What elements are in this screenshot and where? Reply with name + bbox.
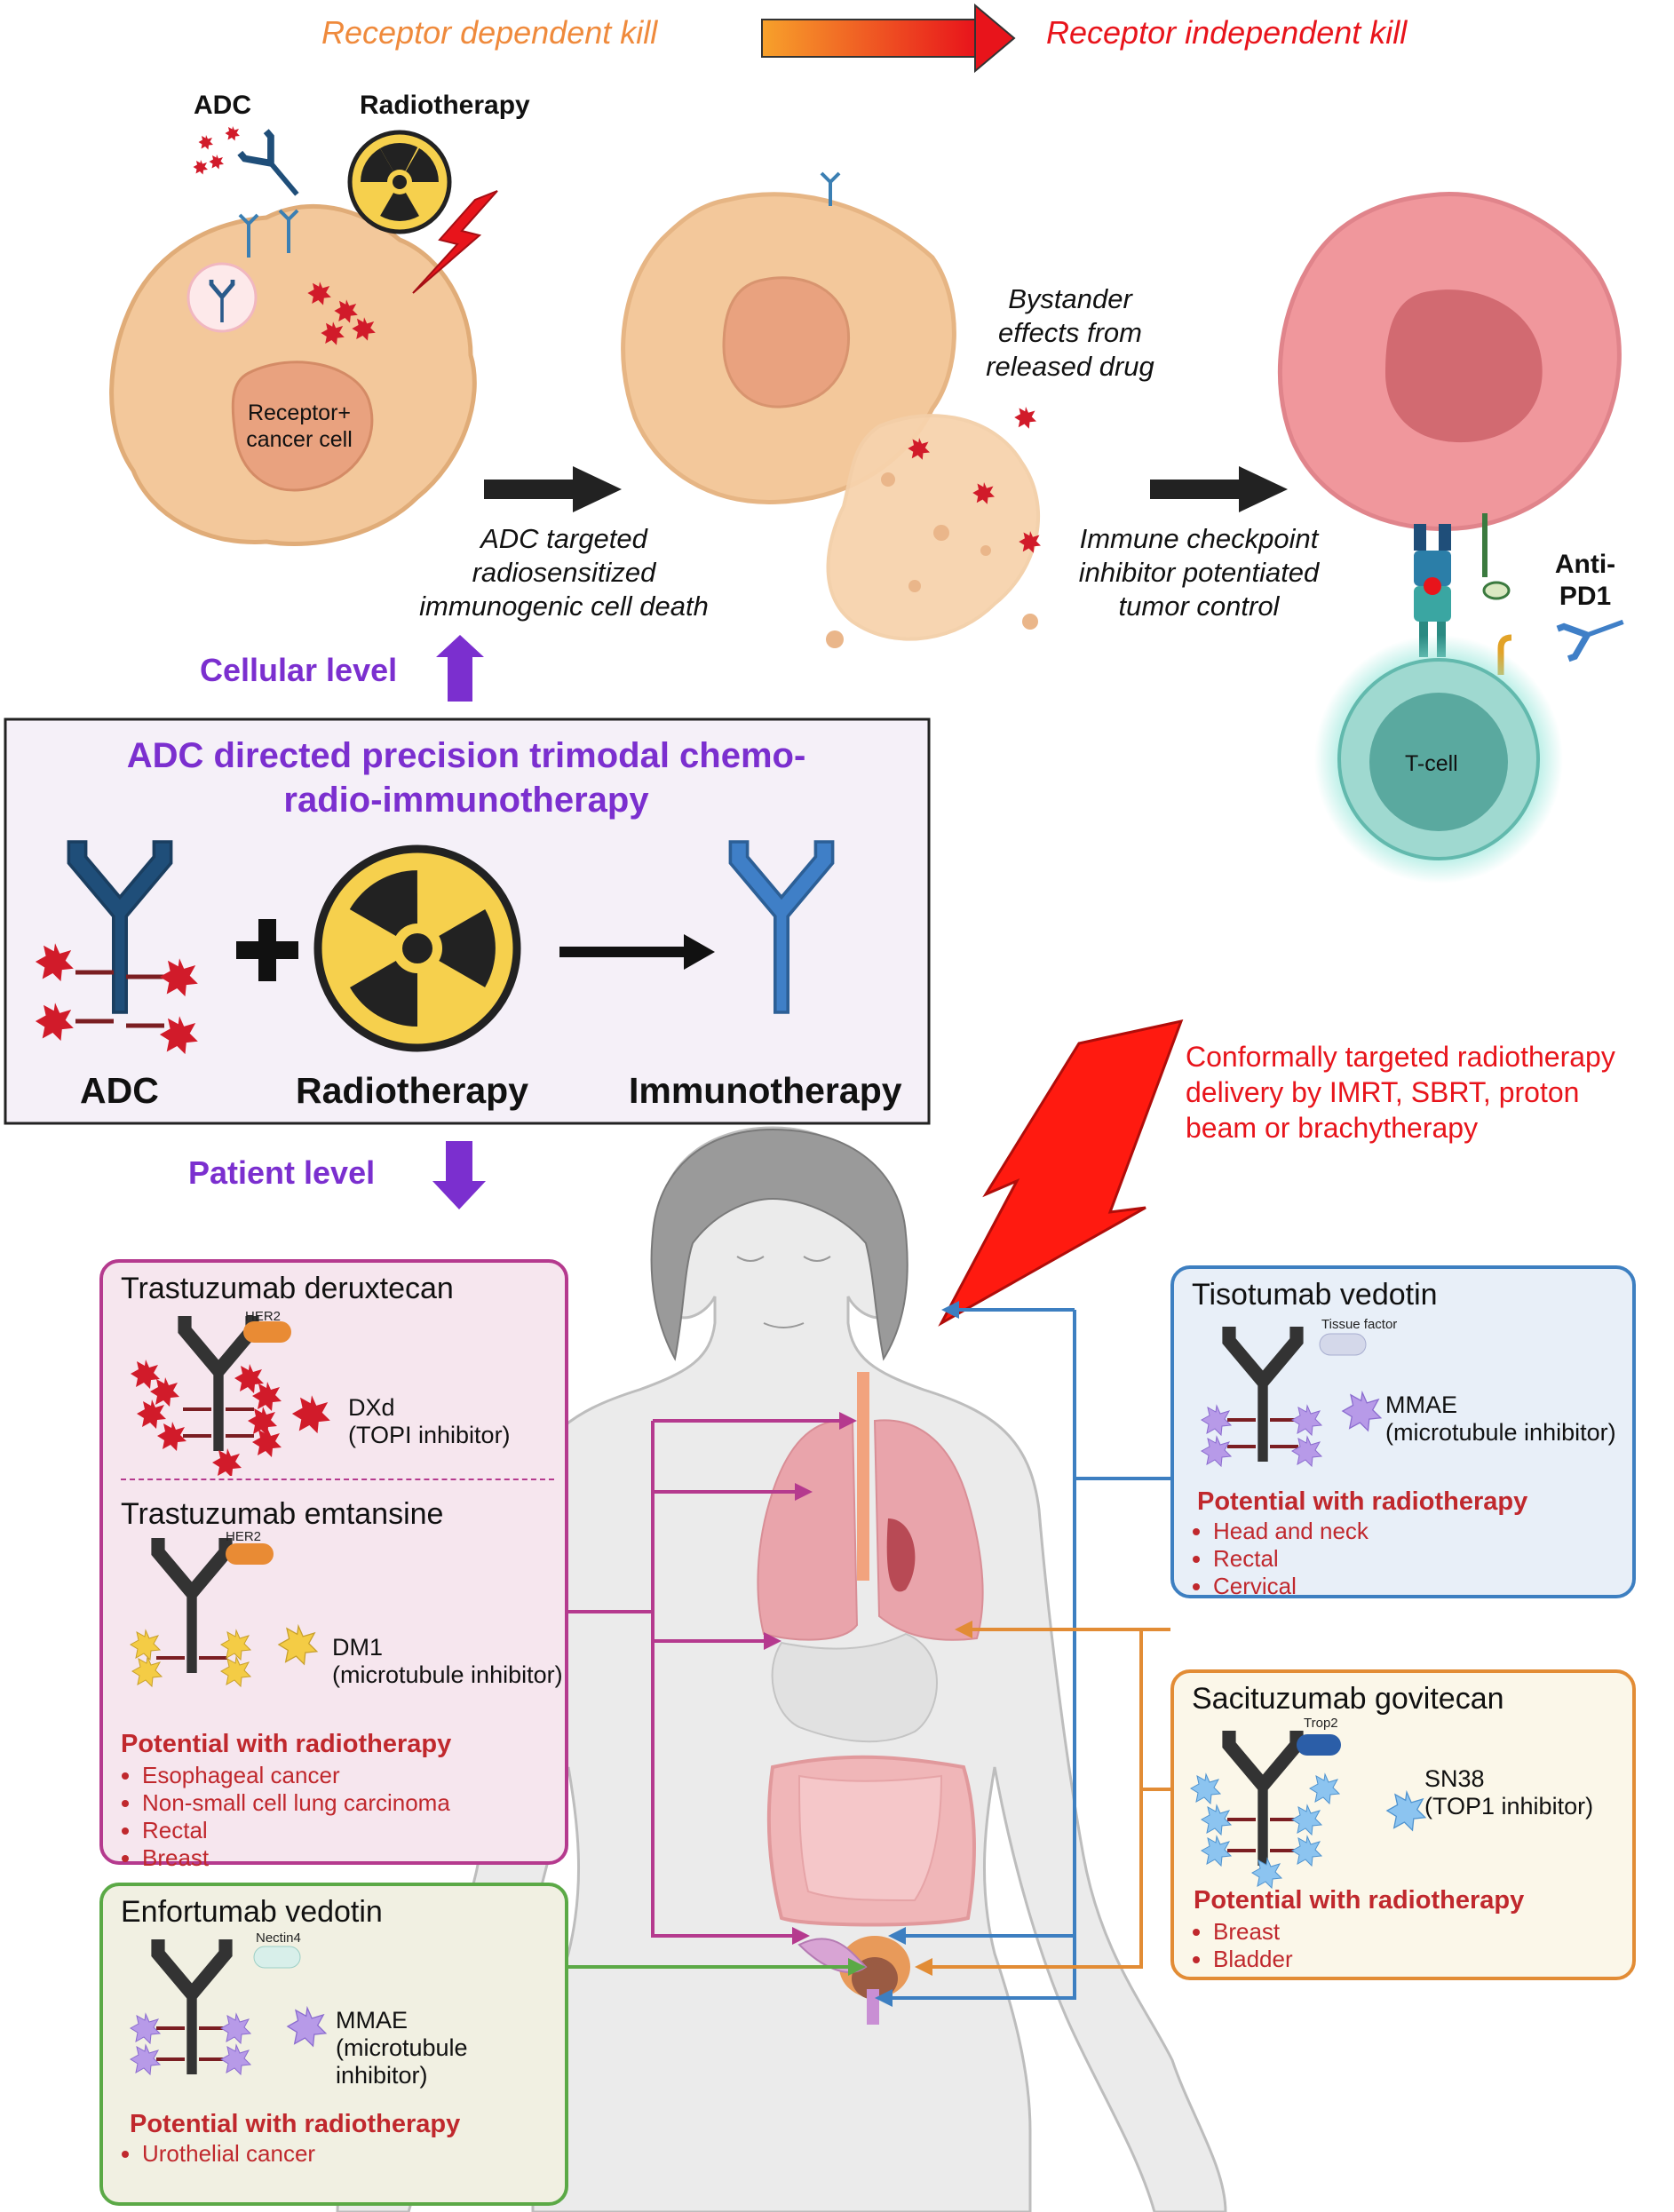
sg-target: Trop2 (1304, 1716, 1338, 1731)
tv-target: Tissue factor (1321, 1317, 1398, 1332)
drug-name-sg: Sacituzumab govitecan (1192, 1682, 1504, 1716)
connector-tv (884, 1308, 1170, 2000)
tdxd-payload-name: DXd (348, 1394, 395, 1421)
tdxd-target: HER2 (245, 1309, 282, 1324)
cellular-level-arrow (436, 635, 484, 702)
label-adc-top: ADC (194, 91, 251, 120)
indication-item: Rectal (142, 1817, 450, 1844)
label-step1: ADC targeted radiosensitized immunogenic… (419, 523, 709, 622)
ev-indications: Urothelial cancer (103, 2140, 315, 2168)
receptor-positive-cancer-cell (109, 203, 477, 546)
tdm1-payload-desc: (microtubule inhibitor) (332, 1661, 563, 1688)
central-arrow (559, 934, 715, 970)
tv-payload-desc: (microtubule inhibitor) (1385, 1419, 1616, 1446)
ev-payload-desc: (microtubule inhibitor) (336, 2034, 468, 2089)
radiation-small-icon (347, 130, 452, 234)
dying-cancer-cell (621, 171, 1041, 648)
tv-payload: MMAE (microtubule inhibitor) (1385, 1391, 1616, 1447)
tv-payload-name: MMAE (1385, 1391, 1457, 1418)
box-sacituzumab: Sacituzumab govitecan Trop2 SN38 (TOP1 i… (1170, 1669, 1636, 1980)
arrow-step1 (484, 466, 622, 512)
header-receptor-dependent: Receptor dependent kill (321, 14, 658, 51)
indication-item: Breast (1213, 1918, 1293, 1946)
patient-level-arrow (432, 1141, 486, 1209)
label-anti-pd1: Anti- PD1 (1554, 550, 1616, 611)
connector-sg (924, 1628, 1170, 1969)
tdxd-payload: DXd (TOPI inhibitor) (348, 1394, 511, 1449)
drug-name-tdxd: Trastuzumab deruxtecan (121, 1272, 454, 1305)
central-label-immunotherapy: Immunotherapy (629, 1070, 902, 1111)
indication-item: Urothelial cancer (142, 2140, 315, 2168)
tdm1-indications: Esophageal cancer Non-small cell lung ca… (103, 1762, 450, 1872)
lightning-small (412, 190, 498, 294)
box-trastuzumab: Trastuzumab deruxtecan HER2 DXd (TOPI in… (99, 1259, 568, 1871)
adc-small-icon (237, 129, 313, 208)
tdm1-payload: DM1 (microtubule inhibitor) (332, 1634, 563, 1689)
indication-item: Cervical (1213, 1573, 1369, 1600)
tdm1-payload-name: DM1 (332, 1634, 384, 1661)
lightning-large (938, 1019, 1184, 1327)
sg-indications: Breast Bladder (1174, 1918, 1293, 1973)
ev-antibody-graphic (130, 1939, 327, 2075)
sg-payload: SN38 (TOP1 inhibitor) (1424, 1765, 1593, 1820)
header-receptor-independent: Receptor independent kill (1046, 14, 1408, 51)
indication-item: Breast (142, 1844, 450, 1872)
sg-potential-label: Potential with radiotherapy (1194, 1886, 1525, 1915)
label-receptor-cell: Receptor+ cancer cell (246, 400, 353, 452)
tv-indications: Head and neck Rectal Cervical (1174, 1518, 1369, 1600)
sg-antibody-graphic (1190, 1731, 1426, 1889)
pink-tumor-cell (1277, 192, 1622, 532)
label-patient-level: Patient level (188, 1154, 376, 1191)
indication-item: Rectal (1213, 1545, 1369, 1573)
plus-sign (236, 919, 298, 981)
sg-payload-desc: (TOP1 inhibitor) (1424, 1793, 1594, 1820)
indication-item: Head and neck (1213, 1518, 1369, 1545)
drug-name-tv: Tisotumab vedotin (1192, 1278, 1438, 1312)
tv-antibody-graphic (1201, 1327, 1382, 1467)
t-cell (1314, 635, 1563, 884)
connector-tdxd-tdm1 (568, 1419, 848, 1938)
label-tcell: T-cell (1405, 751, 1458, 776)
drug-name-tdm1: Trastuzumab emtansine (121, 1497, 444, 1531)
indication-item: Esophageal cancer (142, 1762, 450, 1789)
ev-payload-name: MMAE (336, 2007, 408, 2034)
header-arrow (761, 3, 1016, 74)
ev-payload: MMAE (microtubule inhibitor) (336, 2007, 565, 2089)
drug-name-ev: Enfortumab vedotin (121, 1895, 383, 1929)
tdxd-payload-desc: (TOPI inhibitor) (348, 1422, 511, 1448)
indication-item: Bladder (1213, 1946, 1293, 1973)
box-tisotumab: Tisotumab vedotin Tissue factor MMAE (mi… (1170, 1265, 1636, 1600)
ev-potential-label: Potential with radiotherapy (130, 2110, 461, 2138)
central-label-radiotherapy: Radiotherapy (296, 1070, 528, 1111)
arrow-step2 (1150, 466, 1288, 512)
box-enfortumab: Enfortumab vedotin Nectin4 MMAE (microtu… (99, 1883, 568, 2206)
ev-target: Nectin4 (256, 1931, 301, 1946)
central-label-adc: ADC (80, 1070, 159, 1111)
indication-item: Non-small cell lung carcinoma (142, 1789, 450, 1817)
label-radiotherapy-top: Radiotherapy (360, 91, 530, 120)
central-title: ADC directed precision trimodal chemo-ra… (126, 736, 806, 820)
radiotherapy-note: Conformally targeted radiotherapy delive… (1186, 1041, 1615, 1144)
label-cellular-level: Cellular level (200, 652, 398, 688)
label-bystander: Bystander effects from released drug (986, 283, 1154, 382)
tdm1-potential-label: Potential with radiotherapy (121, 1730, 452, 1758)
sg-payload-name: SN38 (1424, 1765, 1485, 1792)
divider (121, 1479, 554, 1480)
tdm1-target: HER2 (226, 1529, 262, 1544)
label-step2: Immune checkpoint inhibitor potentiated … (1078, 523, 1320, 622)
tdxd-antibody-graphic (131, 1316, 330, 1476)
central-radiation-graphic (313, 844, 521, 1052)
tdm1-antibody-graphic (130, 1538, 318, 1687)
tv-potential-label: Potential with radiotherapy (1197, 1487, 1528, 1516)
